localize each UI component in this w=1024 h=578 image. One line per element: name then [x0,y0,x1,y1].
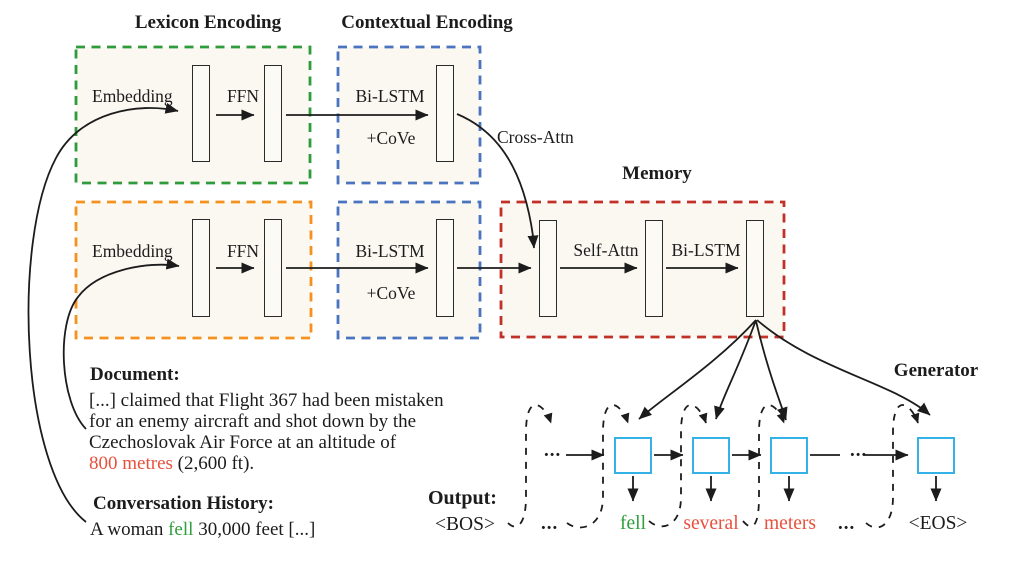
embedding-label-row2: Embedding [92,241,173,261]
bilstm-block-row1 [436,65,454,162]
contextual-encoding-title: Contextual Encoding [341,12,513,33]
conversation-highlight-span: fell [168,519,194,540]
output-eos: <EOS> [908,513,968,534]
chain-ellipsis-left: ... [544,440,562,461]
generator-title: Generator [893,360,979,381]
output-word-several: several [683,513,739,534]
ffn-label-row2: FFN [226,241,260,261]
feedback-loop-dashed [742,404,786,528]
ffn-block-row1 [264,65,282,162]
conversation-line: A woman fell 30,000 feet [...] [90,519,315,540]
self-attn-label: Self-Attn [573,240,639,260]
output-ellipsis-right: ... [838,513,856,534]
self-attn-block [645,220,663,317]
output-bos: <BOS> [435,514,495,535]
cove-label-row1: +CoVe [366,128,416,148]
generator-cell-1 [614,437,652,474]
generator-cell-4 [917,437,955,474]
document-line-1: [...] claimed that Flight 367 had been m… [89,390,444,411]
output-word-fell: fell [620,513,646,534]
feedback-loop-dashed [566,404,630,529]
ffn-label-row1: FFN [226,86,260,106]
cross-attn-label: Cross-Attn [497,127,574,147]
output-word-meters: meters [764,513,816,534]
embedding-block-row1 [192,65,210,162]
ffn-block-row2 [264,219,282,317]
memory-title: Memory [622,163,692,184]
embedding-block-row2 [192,219,210,317]
document-answer-span: 800 metres [89,453,173,474]
embedding-label-row1: Embedding [92,86,173,106]
bilstm-block-row2 [436,219,454,317]
generator-cell-3 [770,437,808,474]
contextual-encoding-box-row2 [336,200,482,340]
lexicon-encoding-title: Lexicon Encoding [134,12,282,33]
document-line-4: 800 metres (2,600 ft). [89,453,254,474]
cove-label-row2: +CoVe [366,283,416,303]
chain-ellipsis-right: ... [850,440,868,461]
document-line-2: for an enemy aircraft and shot down by t… [89,411,417,432]
output-heading: Output: [428,487,497,509]
cross-attn-curve [456,113,539,249]
feedback-loop-dashed [865,404,920,529]
document-to-embedding-curve [62,258,180,430]
generator-cell-2 [692,437,730,474]
bilstm-label-row2: Bi-LSTM [355,241,425,261]
bilstm-label-row1: Bi-LSTM [355,86,425,106]
memory-bilstm-label: Bi-LSTM [671,240,741,260]
conversation-to-embedding-curve [27,102,179,523]
document-line4-rest: (2,600 ft). [172,453,255,474]
memory-to-cell2-curve [714,319,757,420]
memory-input-block [539,220,557,317]
conversation-heading: Conversation History: [93,493,275,514]
conversation-part2: 30,000 feet [...] [193,519,316,540]
conversation-part1: A woman [90,519,169,540]
feedback-loop-dashed [507,404,553,528]
memory-output-block [746,220,764,317]
memory-to-cell4-curve [756,319,931,416]
document-line-3: Czechoslovak Air Force at an altitude of [89,432,397,453]
output-ellipsis-left: ... [541,513,559,534]
document-heading: Document: [90,364,180,385]
memory-to-cell1-curve [638,319,757,420]
